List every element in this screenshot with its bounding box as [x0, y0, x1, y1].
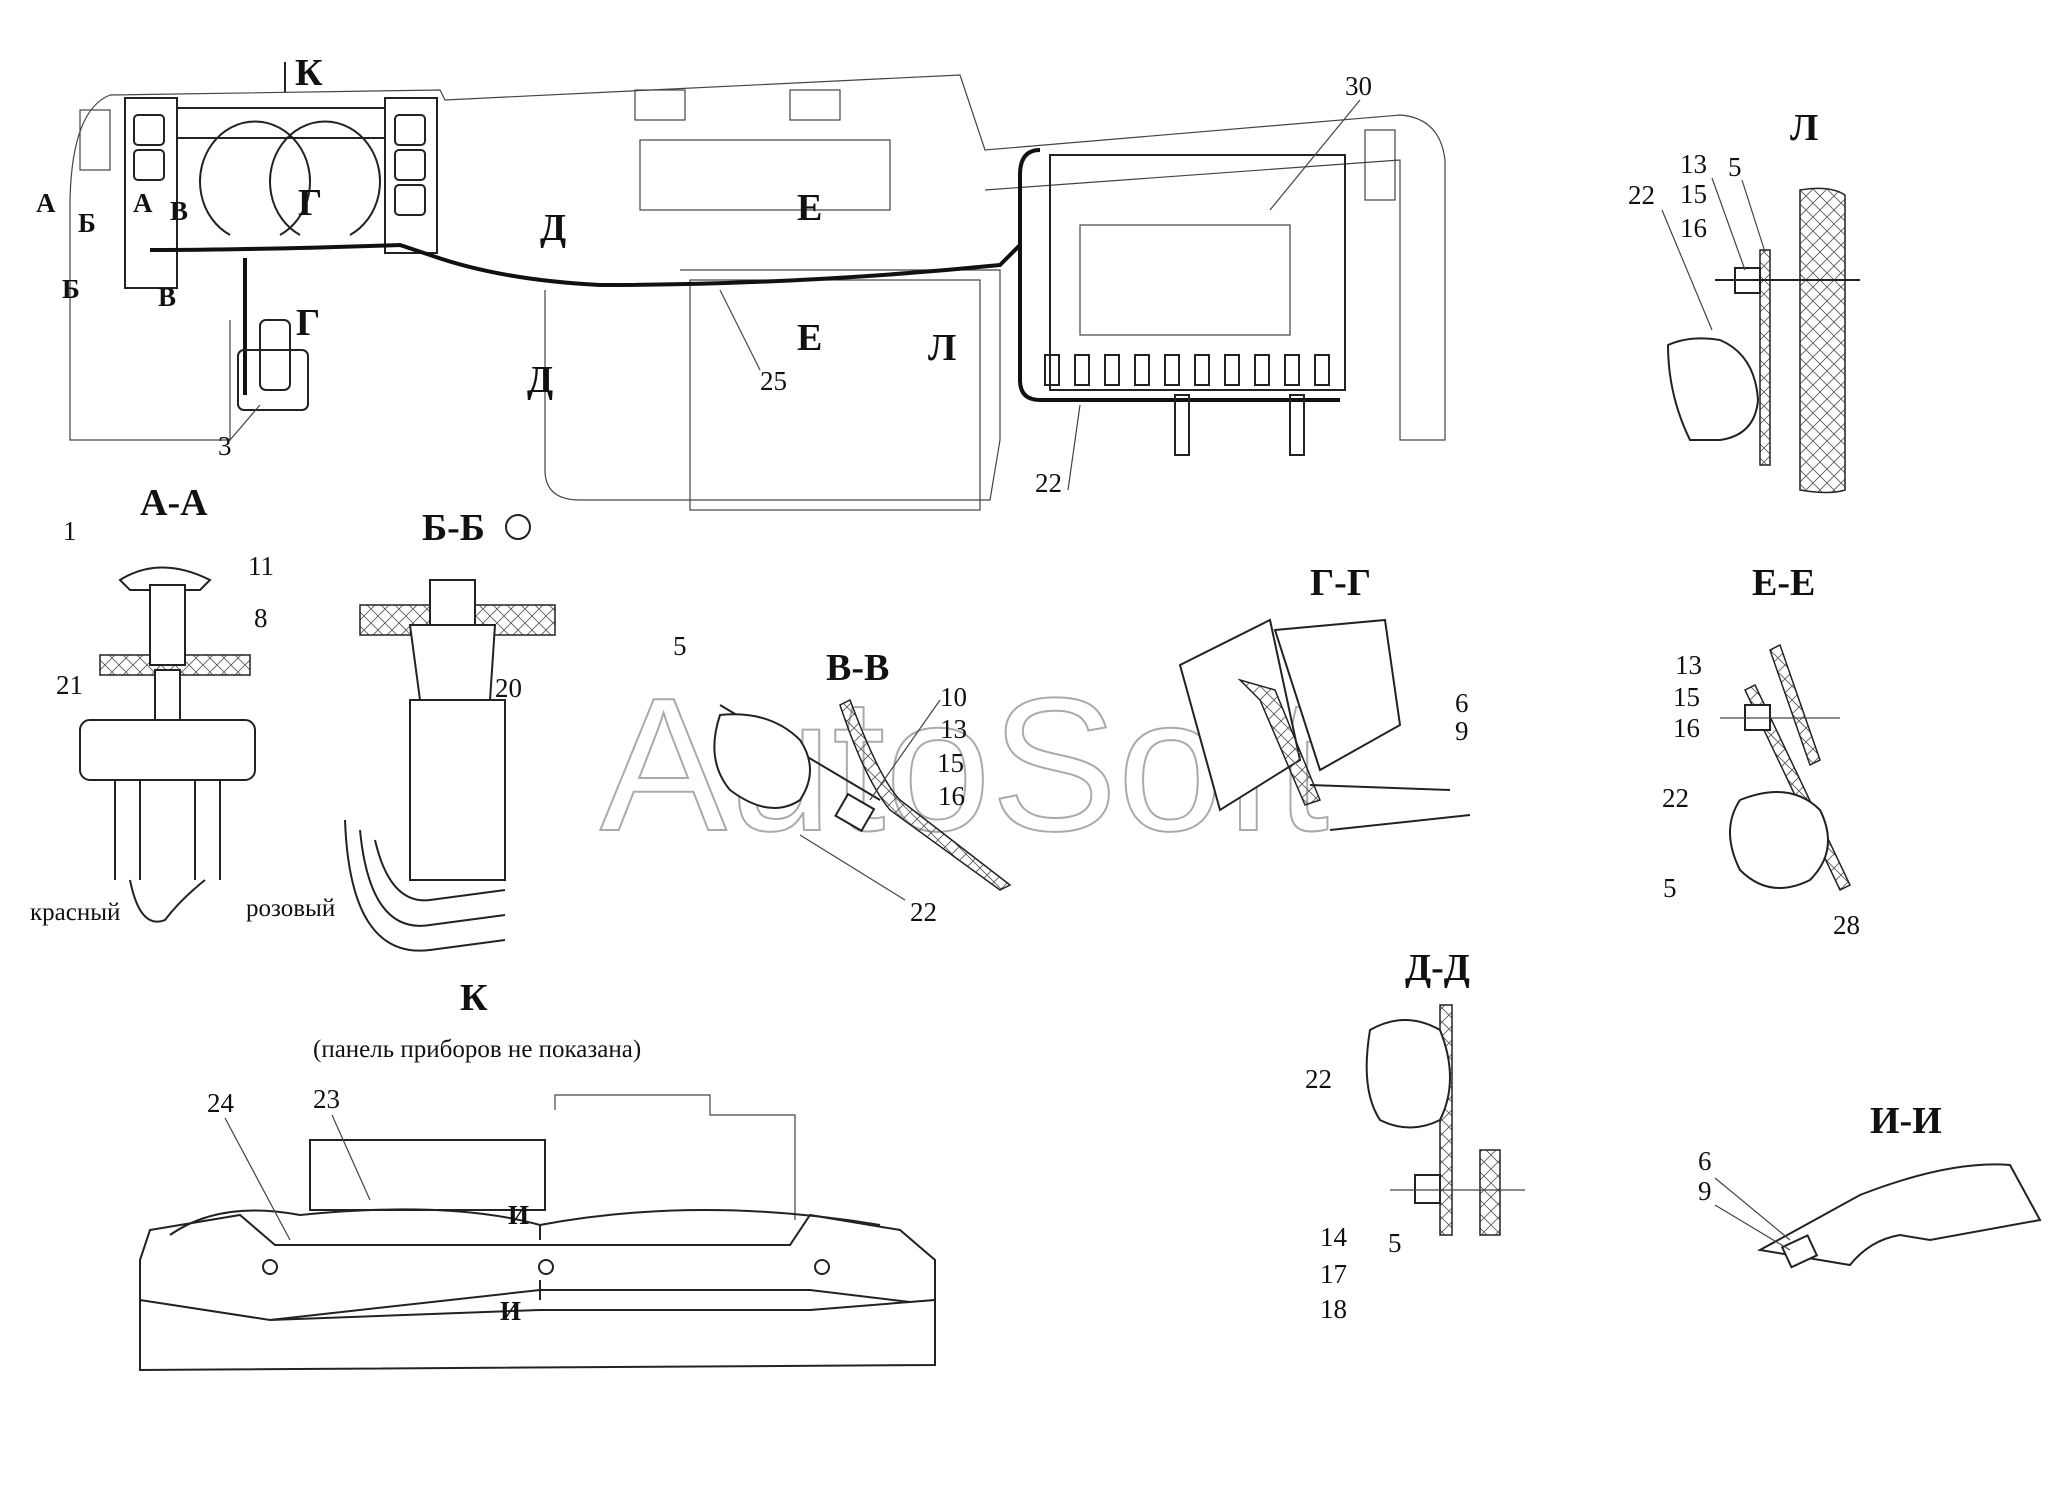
- section-mark-l: Л: [928, 327, 956, 369]
- section-mark-b: Б: [62, 274, 80, 304]
- callout: 13: [940, 714, 967, 744]
- section-g-g: Г-Г 6 9: [1178, 562, 1471, 831]
- callout: 18: [1320, 1294, 1347, 1324]
- section-mark-a: А: [133, 188, 153, 218]
- section-e-e: Е-Е 13 15 16 22 5 28: [1662, 562, 1860, 940]
- callout: 20: [495, 673, 522, 703]
- callout: 13: [1680, 149, 1707, 179]
- callout: 6: [1455, 688, 1469, 718]
- callout: 28: [1833, 910, 1860, 940]
- section-mark-i: И: [508, 1200, 529, 1230]
- callout: 5: [1663, 873, 1677, 903]
- wire-color-pink: розовый: [246, 895, 335, 922]
- section-mark-e: Е: [797, 317, 822, 359]
- callout: 22: [910, 897, 937, 927]
- callout: 13: [1675, 650, 1702, 680]
- callout: 21: [56, 670, 83, 700]
- section-mark-d: Д: [540, 207, 566, 249]
- callout: 5: [673, 631, 687, 661]
- dashboard-main-view: К А А Б Б В В Г Г Д Д Е Е Л 30 25 3 22: [36, 52, 1446, 511]
- callout: 16: [938, 781, 965, 811]
- callout: 11: [248, 551, 274, 581]
- view-arrow-k: К: [295, 52, 323, 94]
- section-title: Е-Е: [1752, 562, 1815, 604]
- callout-30: 30: [1345, 71, 1372, 101]
- callout: 9: [1698, 1176, 1712, 1206]
- section-title: Д-Д: [1405, 947, 1470, 989]
- section-mark-v: В: [170, 196, 188, 226]
- callout: 9: [1455, 716, 1469, 746]
- callout: 23: [313, 1084, 340, 1114]
- section-mark-e: Е: [797, 187, 822, 229]
- callout-22: 22: [1035, 468, 1062, 498]
- section-mark-b: Б: [78, 208, 96, 238]
- callout: 5: [1388, 1228, 1402, 1258]
- callout: 15: [937, 748, 964, 778]
- callout: 5: [1728, 152, 1742, 182]
- callout: 22: [1628, 180, 1655, 210]
- section-v-v: В-В 5 10 13 15 16 22: [673, 631, 1012, 927]
- view-note: (панель приборов не показана): [313, 1036, 641, 1063]
- callout: 14: [1320, 1222, 1348, 1252]
- callout-3: 3: [218, 431, 232, 461]
- section-mark-g: Г: [296, 302, 320, 344]
- section-a-a: А-А 1 11 8 21 красный розовый: [30, 482, 335, 926]
- section-mark-v: В: [158, 282, 176, 312]
- callout: 22: [1662, 783, 1689, 813]
- wire-color-red: красный: [30, 899, 120, 926]
- view-l: Л 13 15 16 5 22: [1628, 107, 1860, 494]
- section-mark-g: Г: [298, 182, 322, 224]
- section-title: Б-Б: [422, 507, 485, 549]
- section-mark-d: Д: [527, 359, 553, 401]
- view-k: К (панель приборов не показана) 24 23 И …: [139, 977, 936, 1372]
- section-mark-a: А: [36, 188, 56, 218]
- callout: 8: [254, 603, 268, 633]
- callout: 6: [1698, 1146, 1712, 1176]
- section-title: В-В: [826, 647, 889, 689]
- callout-25: 25: [760, 366, 787, 396]
- callout: 16: [1673, 713, 1700, 743]
- view-title: К: [460, 977, 488, 1019]
- callout: 15: [1673, 682, 1700, 712]
- callout: 17: [1320, 1259, 1347, 1289]
- section-d-d: Д-Д 22 14 5 17 18: [1305, 947, 1525, 1324]
- callout: 10: [940, 682, 967, 712]
- callout: 22: [1305, 1064, 1332, 1094]
- section-b-b: Б-Б 20: [344, 507, 556, 952]
- view-title: Л: [1790, 107, 1818, 149]
- section-title: А-А: [140, 482, 208, 524]
- callout: 1: [63, 516, 77, 546]
- callout: 15: [1680, 179, 1707, 209]
- callout: 24: [207, 1088, 235, 1118]
- section-i-i: И-И 6 9: [1698, 1100, 2042, 1269]
- fuse-row: [1044, 354, 1330, 386]
- section-mark-i: И: [500, 1296, 521, 1326]
- section-title: Г-Г: [1310, 562, 1371, 604]
- callout: 16: [1680, 213, 1707, 243]
- section-title: И-И: [1870, 1100, 1942, 1142]
